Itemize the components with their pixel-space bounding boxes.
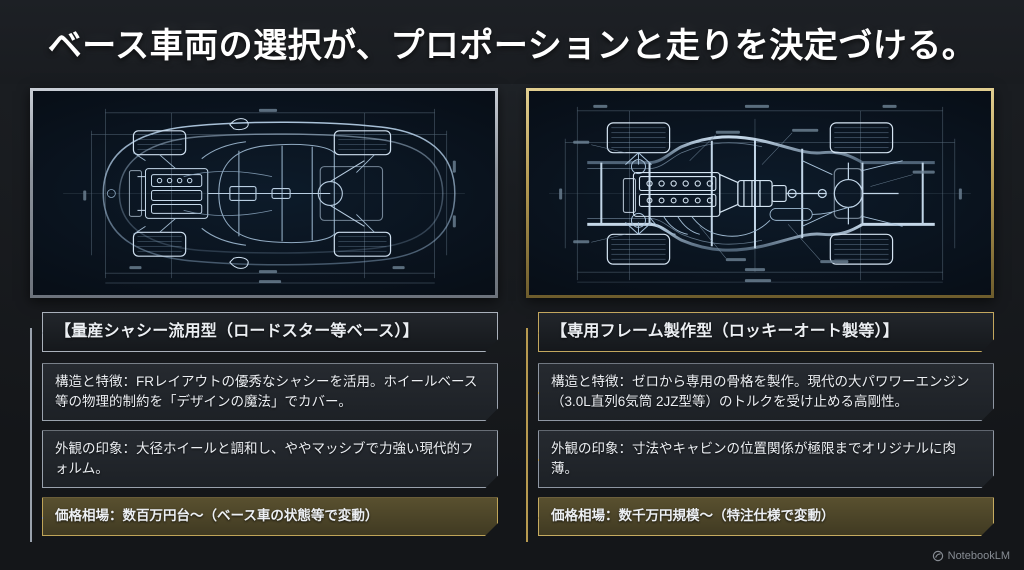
feature-text-appearance-left: 外観の印象：大径ホイールと調和し、ややマッシブで力強い現代的フォルム。 [55, 441, 474, 476]
column-header-label-left: 【量産シャシー流用型（ロードスター等ベース）】 [55, 323, 419, 340]
car-top-view-blueprint-svg [63, 108, 465, 284]
notebooklm-icon [932, 550, 944, 562]
column-header-box-right: 【専用フレーム製作型（ロッキーオート製等）】 [538, 312, 994, 352]
title-bar: ベース車両の選択が、プロポーションと走りを決定づける。 [0, 0, 1024, 84]
info-boxes-left: 【量産シャシー流用型（ロードスター等ベース）】 構造と特徴：FRレイアウトの優秀… [30, 312, 498, 570]
blueprint-image-left [33, 91, 495, 295]
feature-box-appearance-right: 外観の印象：寸法やキャビンの位置関係が極限までオリジナルに肉薄。 [538, 430, 994, 488]
ladder-frame-blueprint-svg [549, 104, 971, 283]
feature-box-appearance-left: 外観の印象：大径ホイールと調和し、ややマッシブで力強い現代的フォルム。 [42, 430, 498, 488]
comparison-columns: 【量産シャシー流用型（ロードスター等ベース）】 構造と特徴：FRレイアウトの優秀… [0, 88, 1024, 570]
price-text-left: 価格相場：数百万円台〜（ベース車の状態等で変動） [55, 508, 379, 524]
feature-text-structure-right: 構造と特徴：ゼロから専用の骨格を製作。現代の大パワワーエンジン（3.0L直列6気… [551, 374, 970, 409]
feature-text-structure-left: 構造と特徴：FRレイアウトの優秀なシャシーを活用。ホイールベース等の物理的制約を… [55, 374, 478, 409]
blueprint-frame-left [30, 88, 498, 298]
watermark-label: NotebookLM [947, 550, 1010, 562]
info-boxes-right: 【専用フレーム製作型（ロッキーオート製等）】 構造と特徴：ゼロから専用の骨格を製… [526, 312, 994, 570]
blueprint-image-right [529, 91, 991, 295]
watermark: NotebookLM [932, 550, 1010, 562]
feature-text-appearance-right: 外観の印象：寸法やキャビンの位置関係が極限までオリジナルに肉薄。 [551, 441, 956, 476]
blueprint-frame-right [526, 88, 994, 298]
feature-box-structure-right: 構造と特徴：ゼロから専用の骨格を製作。現代の大パワワーエンジン（3.0L直列6気… [538, 363, 994, 421]
column-header-label-right: 【専用フレーム製作型（ロッキーオート製等）】 [551, 323, 899, 340]
page-title: ベース車両の選択が、プロポーションと走りを決定づける。 [47, 26, 977, 65]
column-production-chassis: 【量産シャシー流用型（ロードスター等ベース）】 構造と特徴：FRレイアウトの優秀… [30, 88, 498, 570]
price-box-left: 価格相場：数百万円台〜（ベース車の状態等で変動） [42, 497, 498, 536]
column-custom-frame: 【専用フレーム製作型（ロッキーオート製等）】 構造と特徴：ゼロから専用の骨格を製… [526, 88, 994, 570]
connector-spine-left [30, 328, 32, 542]
column-header-box-left: 【量産シャシー流用型（ロードスター等ベース）】 [42, 312, 498, 352]
feature-box-structure-left: 構造と特徴：FRレイアウトの優秀なシャシーを活用。ホイールベース等の物理的制約を… [42, 363, 498, 421]
connector-spine-right [526, 328, 528, 542]
price-box-right: 価格相場：数千万円規模〜（特注仕様で変動） [538, 497, 994, 536]
price-text-right: 価格相場：数千万円規模〜（特注仕様で変動） [551, 508, 835, 524]
